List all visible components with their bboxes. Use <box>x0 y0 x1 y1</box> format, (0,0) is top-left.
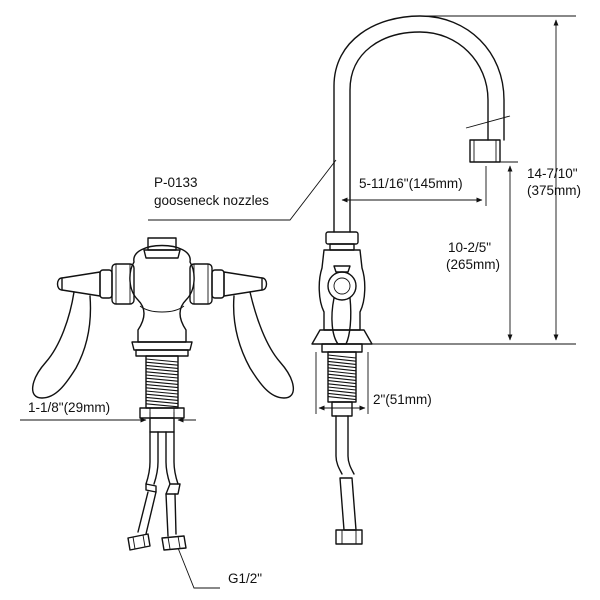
thread-line <box>327 392 357 397</box>
thread-line <box>145 374 179 379</box>
spout-reach-label: 5-11/16"(145mm) <box>359 176 463 191</box>
handle-offset-label: 1-1/8"(29mm) <box>28 400 110 415</box>
thread-line <box>327 370 357 375</box>
thread-line <box>145 380 179 385</box>
total-height-inch-label: 14-7/10" <box>527 166 578 181</box>
thread-line <box>327 364 357 369</box>
thread-line <box>327 360 357 365</box>
dimension-labels: P-0133 gooseneck nozzles 5-11/16"(145mm)… <box>28 166 581 586</box>
thread-line <box>327 389 357 394</box>
spout-height-mm-label: (265mm) <box>446 257 500 272</box>
thread-line <box>145 393 179 398</box>
thread-line <box>145 361 179 366</box>
thread-line <box>145 387 179 392</box>
thread-line <box>145 396 179 401</box>
dimension-lines <box>20 15 576 589</box>
thread-line <box>145 377 179 382</box>
thread-line <box>327 386 357 391</box>
thread-line <box>145 358 179 363</box>
front-view-faucet <box>32 237 294 551</box>
spout-height-inch-label: 10-2/5" <box>448 240 491 255</box>
thread-line <box>145 364 179 369</box>
thread-line <box>327 396 357 401</box>
total-height-mm-label: (375mm) <box>527 183 581 198</box>
thread-line <box>327 354 357 359</box>
shank-width-label: 2"(51mm) <box>373 392 432 407</box>
thread-line <box>145 384 179 389</box>
side-view-faucet <box>311 15 511 545</box>
thread-line <box>145 368 179 373</box>
thread-line <box>327 373 357 378</box>
thread-line <box>327 383 357 388</box>
thread-line <box>327 357 357 362</box>
thread-line <box>327 376 357 381</box>
thread-line <box>145 403 179 408</box>
thread-size-label: G1/2" <box>228 571 262 586</box>
thread-line <box>145 400 179 405</box>
part-number-label: P-0133 <box>154 175 198 190</box>
thread-line <box>327 367 357 372</box>
thread-line <box>327 380 357 385</box>
thread-line <box>145 371 179 376</box>
thread-line <box>145 390 179 395</box>
part-description-label: gooseneck nozzles <box>154 193 269 208</box>
